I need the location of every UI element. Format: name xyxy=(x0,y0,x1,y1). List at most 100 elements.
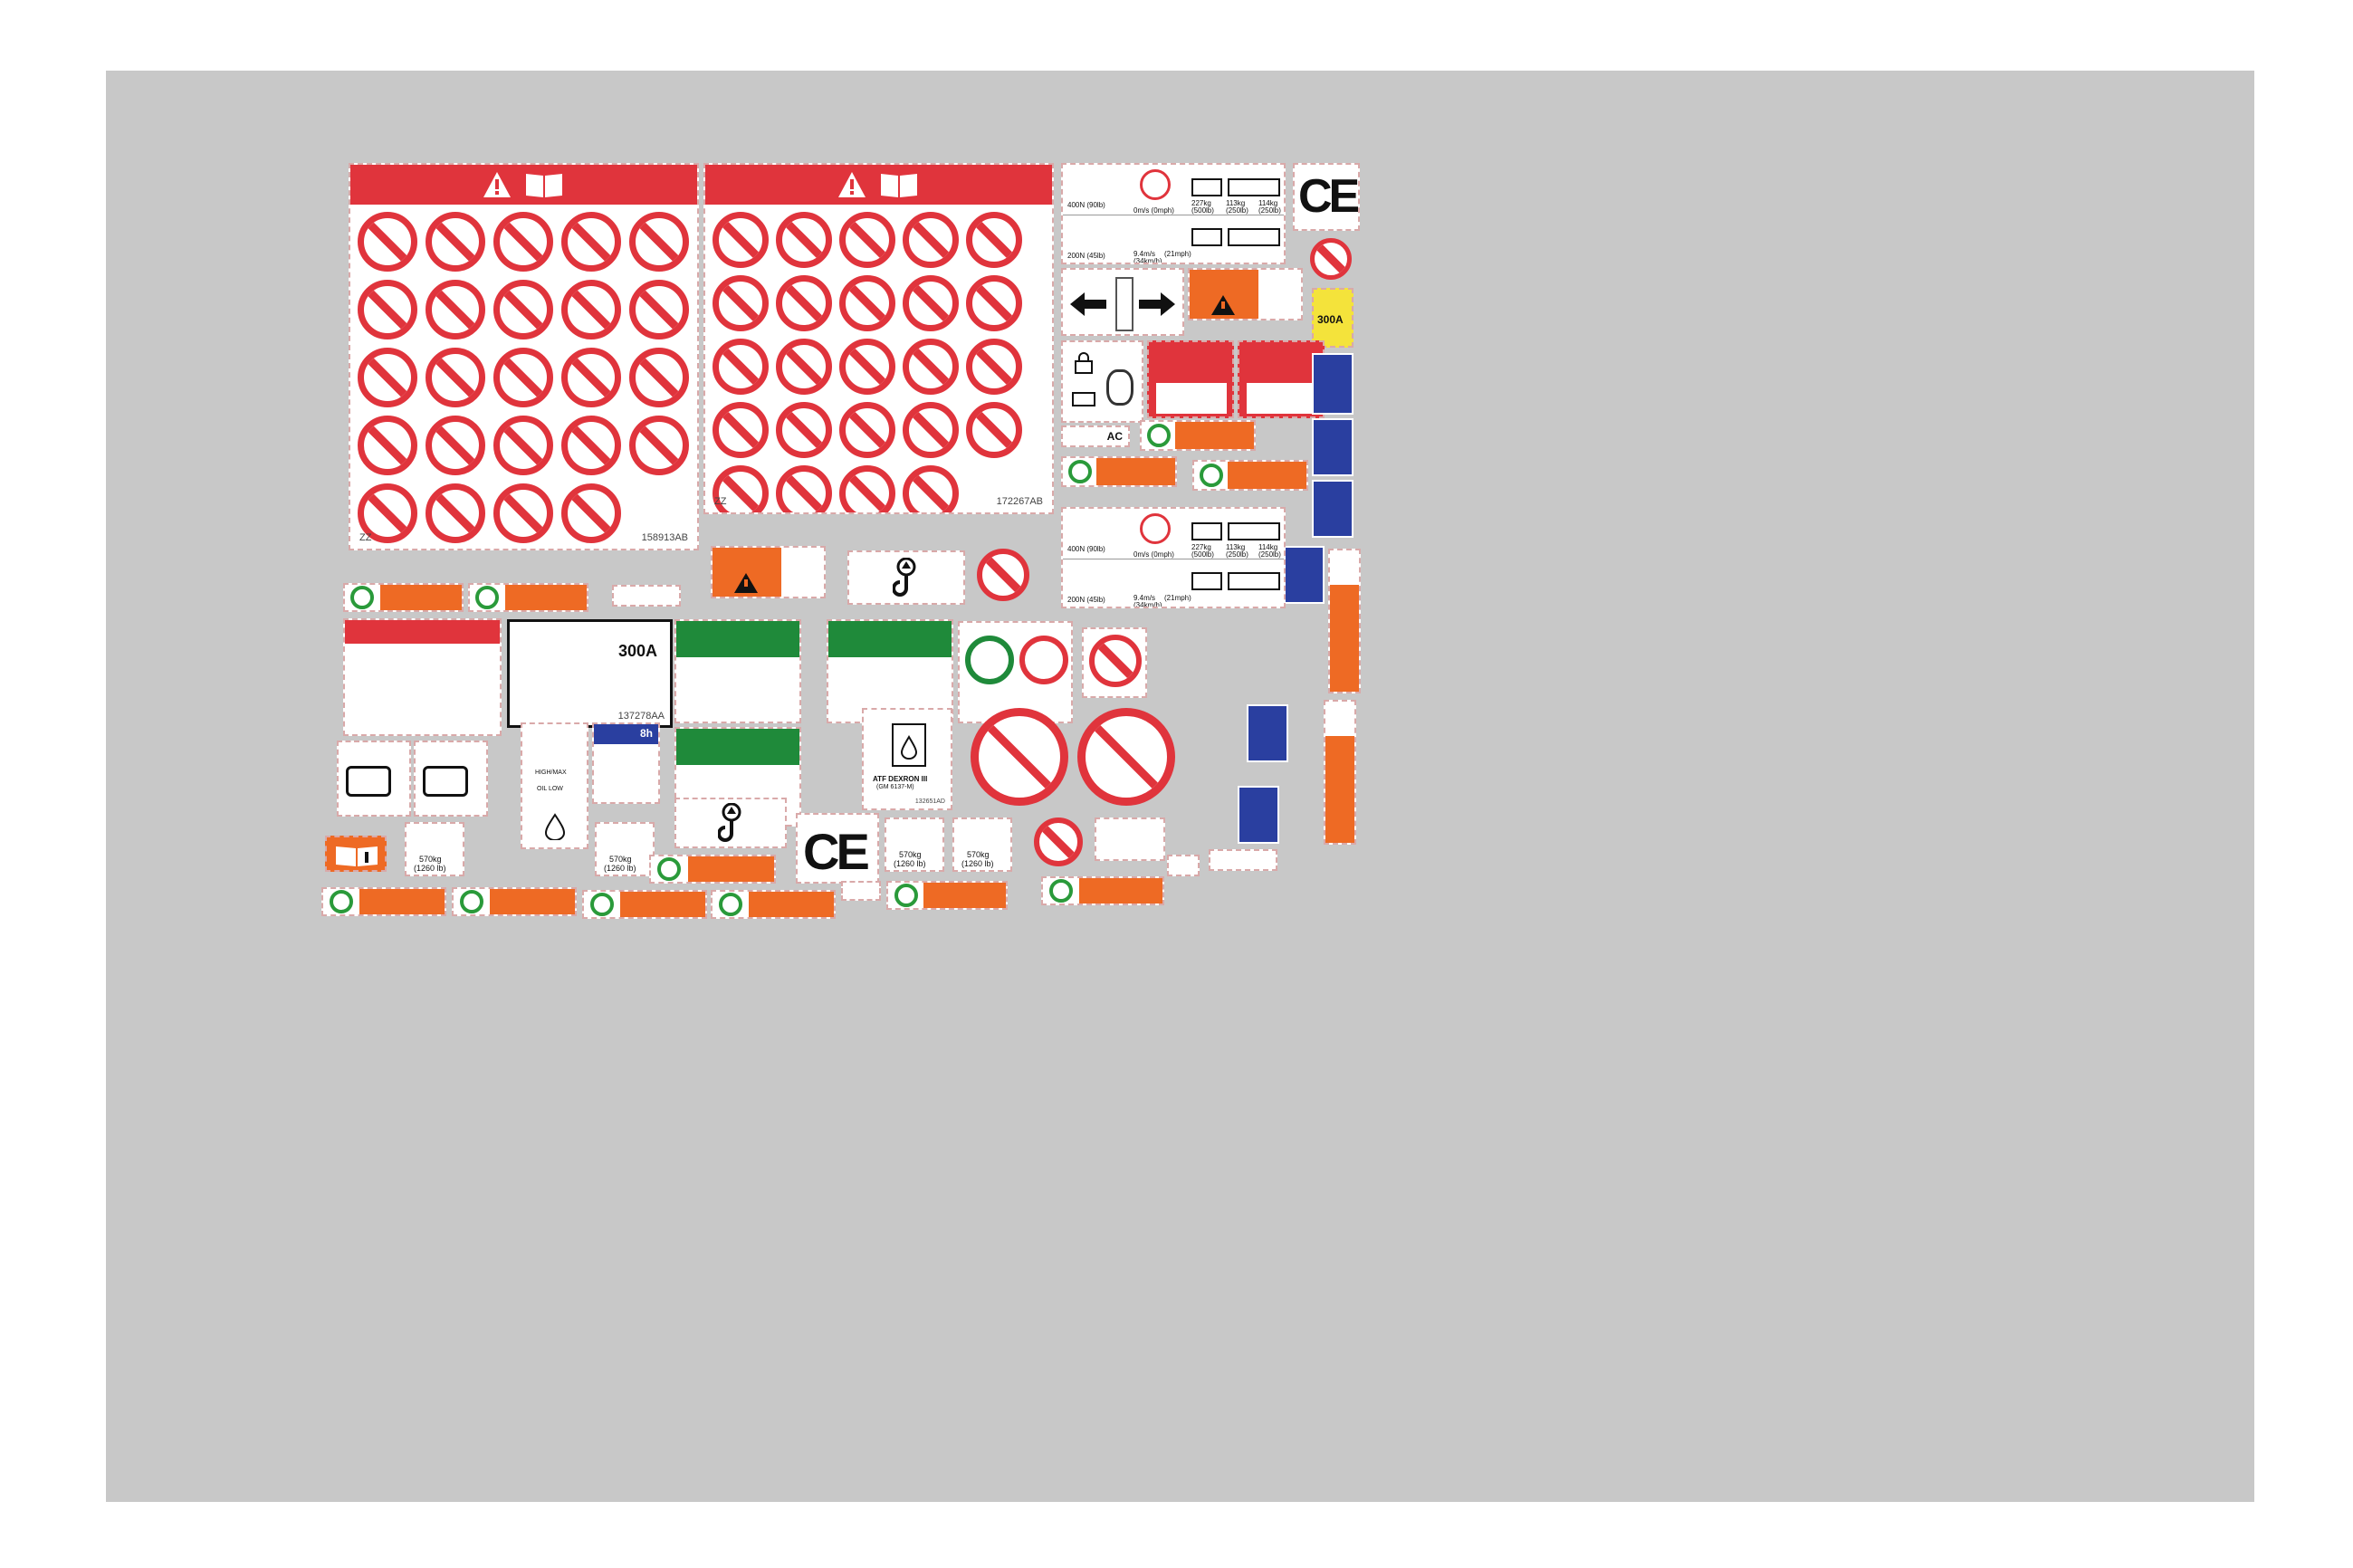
amperage-decal: 300A xyxy=(1312,288,1353,348)
caution-strip xyxy=(468,583,588,612)
gear-icon xyxy=(590,893,615,916)
force-label: 400N (90lb) xyxy=(1067,201,1105,209)
prohibition-icon xyxy=(629,212,689,272)
prohibition-panel-left: ZZ 158913AB xyxy=(349,163,699,550)
electrical-decal xyxy=(841,881,881,901)
prohibition-icon xyxy=(713,465,769,512)
harness-icon xyxy=(1312,480,1353,538)
platform-diagram-icon xyxy=(1228,178,1280,196)
caution-icons xyxy=(1175,422,1254,449)
pinch-hazard-decal xyxy=(1147,340,1234,418)
wheel-load-value: (1260 lb) xyxy=(604,864,636,873)
crush-hazard-icon xyxy=(713,548,782,597)
manual-book-icon xyxy=(526,174,562,197)
prohibition-icon xyxy=(358,483,417,543)
panel-header xyxy=(705,165,1052,205)
amperage-label: 300A xyxy=(1317,313,1344,326)
lifting-point-decal xyxy=(847,550,965,605)
wind-label: (21mph) xyxy=(1164,594,1191,602)
decal-sheet: ZZ 158913AB ZZ 172267AB 400N (90lb) 0m/s… xyxy=(106,71,2254,1502)
caution-strip xyxy=(886,881,1008,910)
forklift-pocket-decal xyxy=(337,741,411,817)
prohibition-icon xyxy=(629,348,689,407)
prohibition-icon xyxy=(966,339,1022,395)
harness-icon xyxy=(1283,546,1325,604)
oil-label: ATF DEXRON III xyxy=(873,775,928,783)
platform-diagram-icon xyxy=(1228,522,1280,540)
force-label: 200N (45lb) xyxy=(1067,252,1105,260)
hours-label: 8h xyxy=(639,727,653,740)
force-label: 200N (45lb) xyxy=(1067,596,1105,604)
charger-decal: AC xyxy=(1061,425,1130,447)
inspection-header: 8h xyxy=(594,724,658,744)
caution-icons xyxy=(687,856,774,882)
panel-code: ZZ xyxy=(714,496,727,507)
part-number: 137278AA xyxy=(617,711,665,722)
prohibition-icon xyxy=(776,465,832,512)
wheel-load-value: (1260 lb) xyxy=(961,859,994,868)
charger-decal xyxy=(612,585,681,607)
prohibition-icon xyxy=(966,212,1022,268)
notice-header xyxy=(676,729,799,765)
joystick-diagram-icon xyxy=(1115,277,1133,331)
wind-label: (34km/h) xyxy=(1133,601,1162,608)
warning-triangle-icon xyxy=(838,172,866,197)
battery-procedure-decal xyxy=(343,618,502,736)
gear-icon xyxy=(657,857,682,881)
prohibition-icon xyxy=(1019,636,1068,684)
prohibition-icon xyxy=(426,416,485,475)
forklift-pocket-decal xyxy=(414,741,488,817)
prohibition-icon xyxy=(629,280,689,339)
oil-spec: (GM 6137-M) xyxy=(876,784,914,790)
prohibition-icon xyxy=(966,275,1022,331)
lock-icon xyxy=(1075,352,1093,374)
capacity-label: 114kg xyxy=(1258,199,1278,207)
electrical-decal xyxy=(1167,855,1200,876)
prohibition-icon xyxy=(1089,635,1142,687)
caution-strip xyxy=(1192,460,1308,491)
part-number: 132651AD xyxy=(914,798,945,805)
panel-code: ZZ xyxy=(359,532,372,543)
caution-strip xyxy=(321,887,446,916)
prohibition-icon xyxy=(1034,817,1083,866)
amperage-decal: 300A 137278AA xyxy=(507,619,673,728)
prohibition-icon xyxy=(358,348,417,407)
panel-part-number: 172267AB xyxy=(996,496,1043,507)
info-manual-decal xyxy=(325,836,387,872)
gear-icon xyxy=(330,890,354,913)
harness-icon xyxy=(1238,786,1279,844)
prohibition-panel-mid: ZZ 172267AB xyxy=(703,163,1054,514)
prohibition-icon xyxy=(776,275,832,331)
ce-mark: CE xyxy=(1298,170,1358,223)
capacity-label: 113kg xyxy=(1226,543,1246,551)
capacity-label: 114kg xyxy=(1258,543,1278,551)
prohibition-icon xyxy=(839,465,895,512)
prohibition-icon xyxy=(358,280,417,339)
disconnect-switch-icon xyxy=(1106,369,1133,406)
wind-label: (34km/h) xyxy=(1133,257,1162,264)
prohibition-icon xyxy=(426,280,485,339)
ce-mark-decal: CE xyxy=(1293,163,1360,231)
tank-high-label: HIGH/MAX xyxy=(535,770,567,776)
prohibition-icon xyxy=(561,280,621,339)
caution-icons xyxy=(620,892,705,917)
wind-label: 9.4m/s xyxy=(1133,250,1156,258)
wheel-load-value: 570kg xyxy=(967,850,990,859)
tire-inspection-decal xyxy=(958,621,1073,723)
panel-part-number: 158913AB xyxy=(641,532,688,543)
prohibition-icon xyxy=(493,416,553,475)
platform-diagram-icon xyxy=(1191,178,1222,196)
crush-hazard-decal xyxy=(1188,268,1303,320)
capacity-label: 227kg xyxy=(1191,543,1211,551)
caution-strip xyxy=(1061,456,1177,487)
caution-icons xyxy=(749,892,834,917)
harness-icon xyxy=(1312,418,1353,476)
stop-hand-icon xyxy=(971,708,1068,806)
prohibition-icon xyxy=(629,416,689,475)
wheel-load-decal: 570kg (1260 lb) xyxy=(952,817,1012,872)
hydraulic-tank-decal: HIGH/MAX OIL LOW xyxy=(521,722,588,849)
crush-hazard-decal xyxy=(711,546,826,598)
prohibition-icon xyxy=(1140,169,1171,200)
arrow-left-icon xyxy=(1070,292,1106,316)
prohibition-icon xyxy=(561,416,621,475)
